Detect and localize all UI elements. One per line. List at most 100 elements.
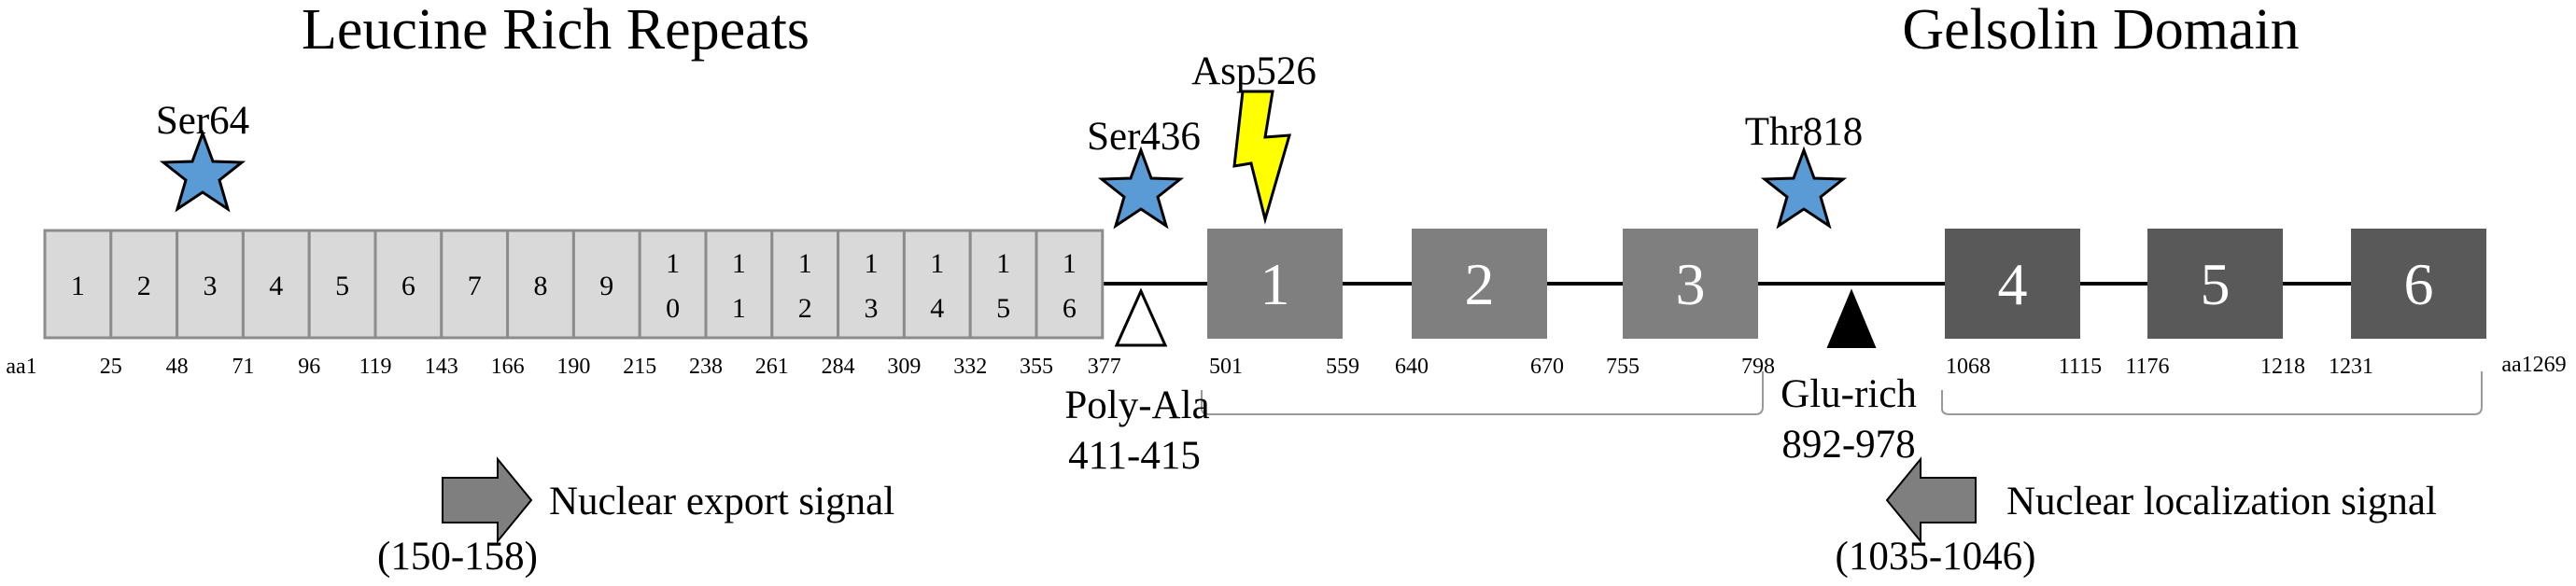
lrr-repeat-label: 7 xyxy=(468,271,482,301)
nes-label: Nuclear export signal xyxy=(549,480,894,523)
lrr-repeat-label: 5 xyxy=(335,271,349,301)
lrr-repeat-box xyxy=(902,229,972,340)
lrr-position-label: 377 xyxy=(1088,355,1121,379)
star-icon-ser64 xyxy=(159,129,246,213)
site-label-thr818: Thr818 xyxy=(1745,110,1864,154)
lrr-repeat-label: 6 xyxy=(401,271,415,301)
lrr-repeat-label: 3 xyxy=(204,271,218,301)
gelsolin-end-label: 559 xyxy=(1326,355,1359,379)
triangle-icon-poly-ala xyxy=(1114,287,1168,347)
lrr-repeat-label: 2 xyxy=(137,271,151,301)
lrr-position-label: 332 xyxy=(953,355,987,379)
lrr-heading: Leucine Rich Repeats xyxy=(302,0,809,62)
site-label-ser436: Ser436 xyxy=(1087,115,1201,159)
lrr-position-label: 143 xyxy=(425,355,458,379)
lrr-repeat-label: 9 xyxy=(599,271,613,301)
lrr-repeat-box xyxy=(638,229,708,340)
lrr-positions: aa1 25 48 71 96 119 143 166 190 215 238 261 284 309 33… xyxy=(6,355,1120,379)
lrr-repeat-label-top: 1 xyxy=(666,248,680,279)
lrr-position-label: 215 xyxy=(623,355,656,379)
lrr-position-label: 284 xyxy=(822,355,855,379)
gelsolin-repeat-label: 6 xyxy=(2404,251,2434,317)
lrr-position-label: 190 xyxy=(556,355,590,379)
lrr-repeat-label: 1 xyxy=(71,271,85,301)
lrr-repeat-box xyxy=(704,229,774,340)
gelsolin-repeat-box xyxy=(1412,229,1547,339)
star-icon-thr818 xyxy=(1760,146,1848,230)
lrr-repeat-label-top: 1 xyxy=(732,248,746,279)
poly-ala-range: 411-415 xyxy=(1068,434,1201,478)
lrr-repeat-label-top: 1 xyxy=(798,248,812,279)
lrr-repeat-box xyxy=(307,229,377,340)
site-label-ser64: Ser64 xyxy=(156,99,249,143)
nls-range: (1035-1046) xyxy=(1836,535,2036,579)
lrr-position-label: 238 xyxy=(689,355,723,379)
star-icon-ser436 xyxy=(1097,146,1185,230)
gelsolin-start-label: 1231 xyxy=(2329,355,2373,379)
lrr-repeat-label-bottom: 5 xyxy=(996,293,1010,324)
gelsolin-repeat-label: 3 xyxy=(1676,251,1706,317)
lrr-repeat-box xyxy=(506,229,575,340)
lrr-position-label: 309 xyxy=(887,355,921,379)
lrr-position-label: 71 xyxy=(232,355,254,379)
gelsolin-start-label: 501 xyxy=(1209,355,1243,379)
gelsolin-repeat-box xyxy=(2351,229,2486,339)
gelsolin-bracket-1 xyxy=(1201,371,1764,415)
lightning-bolt-icon xyxy=(1232,90,1292,225)
gelsolin-end-label: 798 xyxy=(1741,355,1775,379)
lrr-repeat-label-top: 1 xyxy=(865,248,879,279)
gelsolin-end-label: 1115 xyxy=(2059,355,2102,379)
gelsolin-repeat-box xyxy=(1207,229,1343,339)
gelsolin-repeat-box xyxy=(2147,229,2283,339)
triangle-icon-glu-rich xyxy=(1826,288,1877,348)
lrr-repeat-label-bottom: 3 xyxy=(865,293,879,324)
lrr-repeat-label-top: 1 xyxy=(930,248,944,279)
lrr-repeat-box xyxy=(571,229,641,340)
gelsolin-repeat-label: 5 xyxy=(2201,251,2231,317)
end-position-label: aa1269 xyxy=(2501,353,2566,377)
gelsolin-repeat-box xyxy=(1945,229,2080,339)
gelsolin-repeat-label: 2 xyxy=(1465,251,1495,317)
lrr-position-label: 119 xyxy=(359,355,391,379)
lrr-repeat-box xyxy=(43,229,113,340)
lrr-repeat-label-top: 1 xyxy=(1063,248,1077,279)
gelsolin-start-label: 1068 xyxy=(1946,355,1991,379)
gelsolin-end-label: 670 xyxy=(1530,355,1564,379)
lrr-repeat-box xyxy=(373,229,443,340)
lrr-position-label: 355 xyxy=(1020,355,1053,379)
lrr-position-label: 166 xyxy=(491,355,525,379)
poly-ala-label: Poly-Ala xyxy=(1064,384,1209,427)
lrr-repeat-box xyxy=(241,229,311,340)
arrow-right-icon xyxy=(442,456,533,544)
lrr-position-label: aa1 xyxy=(6,355,36,379)
gelsolin-repeat-box xyxy=(1623,229,1758,339)
nls-label: Nuclear localization signal xyxy=(2006,480,2437,523)
lrr-repeat-box xyxy=(440,229,510,340)
lrr-repeat-label: 8 xyxy=(534,271,548,301)
lrr-repeat-label-bottom: 2 xyxy=(798,293,812,324)
lrr-position-label: 25 xyxy=(100,355,122,379)
gelsolin-start-label: 755 xyxy=(1606,355,1640,379)
lrr-repeat-label-top: 1 xyxy=(996,248,1010,279)
gelsolin-start-label: 1176 xyxy=(2125,355,2169,379)
lrr-repeat-box xyxy=(1035,229,1105,340)
lrr-position-label: 96 xyxy=(298,355,320,379)
arrow-left-icon xyxy=(1885,456,1977,544)
lrr-repeat-label-bottom: 1 xyxy=(732,293,746,324)
site-label-asp526: Asp526 xyxy=(1191,49,1316,93)
lrr-position-label: 48 xyxy=(166,355,189,379)
lrr-repeat-box xyxy=(770,229,840,340)
gelsolin-repeat-label: 4 xyxy=(1998,251,2028,317)
gelsolin-repeat-label: 1 xyxy=(1260,251,1290,317)
gelsolin-end-label: 1218 xyxy=(2260,355,2305,379)
lrr-position-label: 261 xyxy=(755,355,789,379)
lrr-repeat-label-bottom: 4 xyxy=(930,293,944,324)
lrr-repeat-box xyxy=(837,229,906,340)
glu-rich-label: Glu-rich xyxy=(1781,372,1917,416)
lrr-repeat-label-bottom: 6 xyxy=(1063,293,1077,324)
gelsolin-heading: Gelsolin Domain xyxy=(1902,0,2299,62)
